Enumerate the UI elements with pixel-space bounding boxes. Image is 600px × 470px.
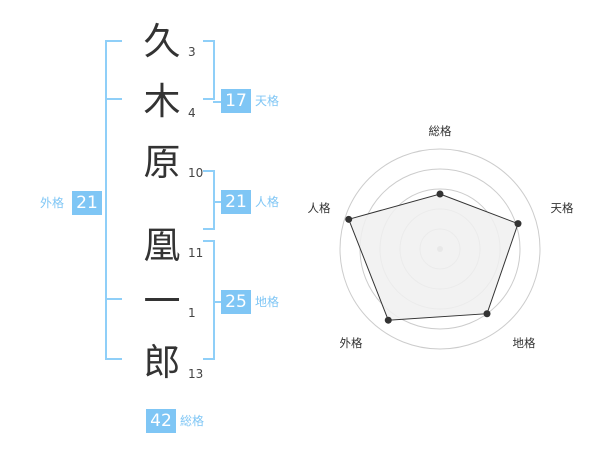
radar-label-gai: 外格 bbox=[339, 336, 363, 350]
radar-ring-5 bbox=[339, 148, 541, 350]
chi-kaku-badge: 25 bbox=[221, 290, 251, 314]
ten-bracket-connector bbox=[213, 101, 222, 103]
outer-bracket-top-tick bbox=[105, 40, 122, 42]
radar-label-chi: 地格 bbox=[512, 336, 536, 350]
ten-bracket-line bbox=[213, 40, 215, 100]
radar-label-sou: 総格 bbox=[428, 124, 452, 138]
stroke-count-4: 11 bbox=[188, 246, 204, 260]
ten-kaku-badge: 17 bbox=[221, 89, 251, 113]
sou-kaku-label: 総格 bbox=[180, 414, 205, 428]
radar-point-人格 bbox=[345, 215, 353, 223]
kanji-char-1: 久 bbox=[143, 20, 181, 63]
jin-bracket-bottom-tick bbox=[203, 228, 215, 230]
sou-kaku-badge: 42 bbox=[146, 409, 176, 433]
gai-kaku-label: 外格 bbox=[40, 196, 65, 210]
chi-bracket-connector bbox=[213, 301, 222, 303]
chi-bracket-line bbox=[213, 240, 215, 360]
ten-bracket-top-tick bbox=[203, 40, 215, 42]
radar-point-天格 bbox=[514, 220, 522, 228]
outer-bracket-bottom-tick bbox=[105, 358, 122, 360]
ten-kaku-label: 天格 bbox=[255, 94, 280, 108]
kanji-char-5: 一 bbox=[143, 280, 181, 323]
jin-bracket-connector bbox=[213, 201, 222, 203]
jin-kaku-badge: 21 bbox=[221, 190, 251, 214]
stroke-count-3: 10 bbox=[188, 166, 204, 180]
gai-kaku-badge: 21 bbox=[72, 191, 102, 215]
stroke-count-6: 13 bbox=[188, 367, 204, 381]
outer-bracket-mid-tick-2 bbox=[105, 298, 122, 300]
chi-bracket-top-tick bbox=[203, 240, 215, 242]
radar-data-polygon bbox=[348, 193, 519, 321]
radar-point-総格 bbox=[436, 190, 444, 198]
jin-bracket-top-tick bbox=[203, 170, 215, 172]
kanji-char-2: 木 bbox=[143, 80, 181, 123]
stroke-count-1: 3 bbox=[188, 45, 196, 59]
radar-point-外格 bbox=[384, 316, 392, 324]
jin-bracket-line bbox=[213, 170, 215, 230]
stroke-count-5: 1 bbox=[188, 306, 196, 320]
radar-point-地格 bbox=[483, 310, 491, 318]
kanji-char-3: 原 bbox=[143, 141, 181, 184]
chi-kaku-label: 地格 bbox=[255, 295, 280, 309]
radar-label-jin: 人格 bbox=[307, 201, 331, 215]
chi-bracket-bottom-tick bbox=[203, 358, 215, 360]
jin-kaku-label: 人格 bbox=[255, 195, 280, 209]
ten-bracket-bottom-tick bbox=[203, 98, 215, 100]
radar-data-points bbox=[345, 190, 522, 324]
stroke-count-2: 4 bbox=[188, 106, 196, 120]
radar-label-ten: 天格 bbox=[550, 201, 574, 215]
kanji-char-6: 郎 bbox=[143, 341, 181, 384]
outer-bracket-mid-tick-1 bbox=[105, 98, 122, 100]
kanji-char-4: 凰 bbox=[143, 224, 181, 267]
outer-bracket-line bbox=[105, 40, 107, 360]
